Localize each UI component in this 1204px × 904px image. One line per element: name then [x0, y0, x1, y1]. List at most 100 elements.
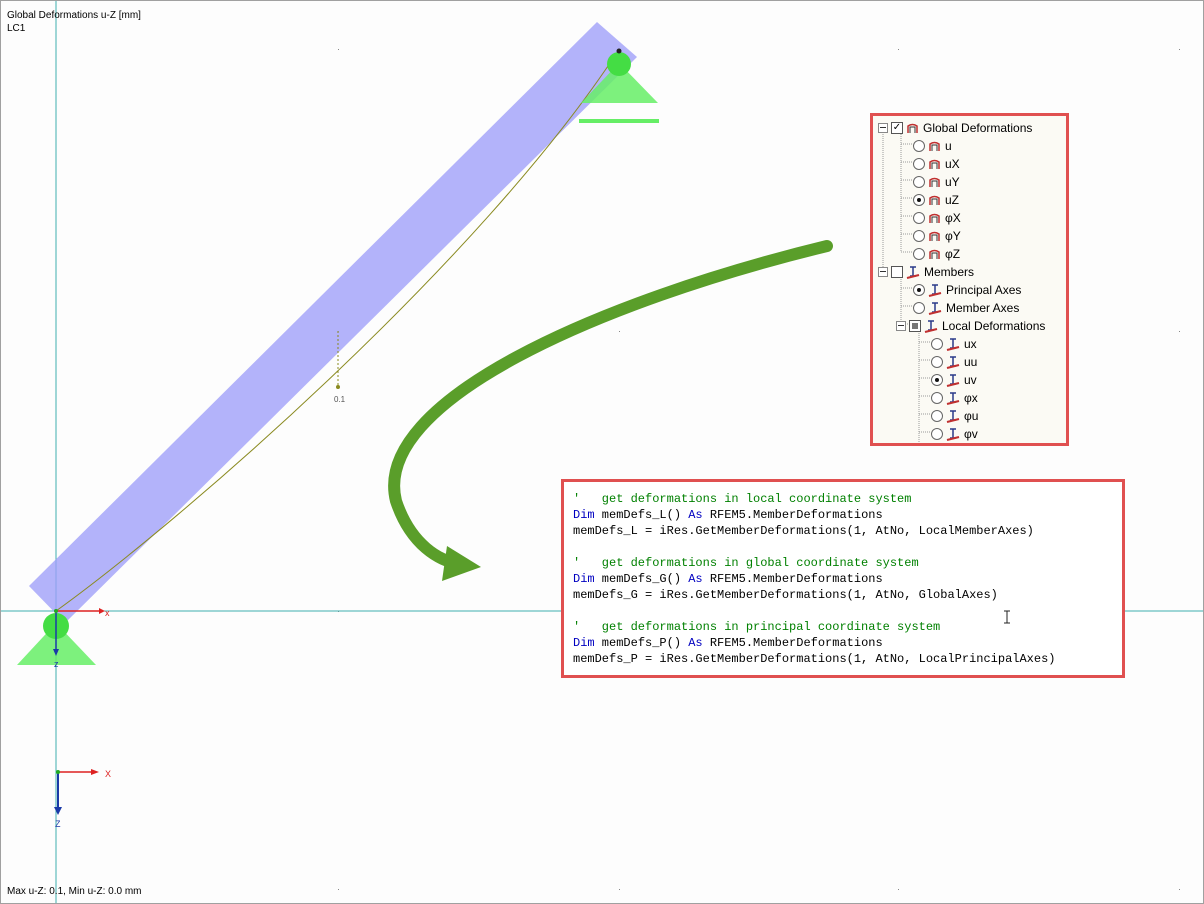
radio-button[interactable]: [931, 428, 943, 440]
radio-local-phiv[interactable]: φv: [931, 425, 978, 443]
member-section[interactable]: [29, 22, 637, 623]
radio-member-axes[interactable]: Member Axes: [913, 299, 1019, 317]
svg-text:Z: Z: [55, 819, 61, 829]
tree-label: φu: [964, 409, 979, 423]
deformation-value-label: 0.1: [334, 395, 346, 404]
deformation-frame-icon: [907, 123, 918, 133]
result-title: Global Deformations u-Z [mm]: [7, 10, 141, 21]
member-axes-icon: [946, 427, 960, 441]
radio-button[interactable]: [913, 230, 925, 242]
code-line: ' get deformations in global coordinate …: [573, 556, 919, 570]
radio-principal-axes[interactable]: Principal Axes: [913, 281, 1021, 299]
member-axes-icon: [946, 391, 960, 405]
member-axes-icon: [906, 265, 920, 279]
tree-label: ux: [964, 337, 977, 351]
tree-label: Member Axes: [946, 301, 1020, 315]
radio-button-selected[interactable]: [931, 374, 943, 386]
radio-button[interactable]: [913, 302, 925, 314]
radio-phiz[interactable]: φZ: [913, 245, 960, 263]
radio-button[interactable]: [913, 248, 925, 260]
code-line: memDefs_P = iRes.GetMemberDeformations(1…: [573, 652, 1056, 666]
deformation-frame-icon: [929, 213, 940, 223]
svg-text:x: x: [105, 608, 110, 618]
member-axes-icon: [928, 283, 942, 297]
collapse-toggle-icon[interactable]: [896, 321, 906, 331]
checkbox-local-deformations[interactable]: [909, 320, 921, 332]
code-line: memDefs_G = iRes.GetMemberDeformations(1…: [573, 588, 998, 602]
code-line: memDefs_L = iRes.GetMemberDeformations(1…: [573, 524, 1034, 538]
radio-local-phiu[interactable]: φu: [931, 407, 978, 425]
member-axes-icon: [928, 301, 942, 315]
code-line: Dim memDefs_G() As RFEM5.MemberDeformati…: [573, 572, 883, 586]
code-line: ' get deformations in principal coordina…: [573, 620, 941, 634]
radio-u[interactable]: u: [913, 137, 952, 155]
radio-local-ux[interactable]: ux: [931, 335, 977, 353]
radio-button[interactable]: [931, 356, 943, 368]
collapse-toggle-icon[interactable]: [878, 123, 888, 133]
code-snippet: ' get deformations in local coordinate s…: [561, 479, 1125, 678]
tree-label: Global Deformations: [923, 121, 1033, 135]
member-axes-icon: [946, 409, 960, 423]
tree-label: u: [945, 139, 952, 153]
radio-local-phix[interactable]: φx: [931, 389, 978, 407]
radio-button[interactable]: [931, 338, 943, 350]
member-axes-icon: [924, 319, 938, 333]
origin-axis-triad: x z: [53, 608, 110, 669]
tree-label: φx: [964, 391, 978, 405]
radio-button[interactable]: [913, 176, 925, 188]
tree-label: Members: [924, 265, 975, 279]
deformation-frame-icon: [929, 249, 940, 259]
tree-node-local-deformations[interactable]: Local Deformations: [896, 317, 1045, 335]
min-max-status: Max u-Z: 0.1, Min u-Z: 0.0 mm: [7, 886, 142, 897]
code-line: ' get deformations in local coordinate s…: [573, 492, 912, 506]
deformation-frame-icon: [929, 231, 940, 241]
tree-label: φv: [964, 427, 978, 441]
member-axes-icon: [946, 337, 960, 351]
code-line: Dim memDefs_P() As RFEM5.MemberDeformati…: [573, 636, 883, 650]
tree-label: uv: [964, 373, 977, 387]
radio-button-selected[interactable]: [913, 284, 925, 296]
svg-text:z: z: [54, 659, 59, 669]
checkbox-global-deformations[interactable]: ✓: [891, 122, 903, 134]
tree-label: Local Deformations: [942, 319, 1046, 333]
radio-button[interactable]: [913, 158, 925, 170]
support-top[interactable]: [579, 48, 659, 123]
member-axes-icon: [946, 355, 960, 369]
deformation-frame-icon: [929, 159, 940, 169]
code-line: Dim memDefs_L() As RFEM5.MemberDeformati…: [573, 508, 883, 522]
tree-label: uZ: [945, 193, 960, 207]
tree-label: uY: [945, 175, 960, 189]
radio-phix[interactable]: φX: [913, 209, 961, 227]
tree-label: φZ: [945, 247, 961, 261]
radio-button[interactable]: [931, 392, 943, 404]
radio-button[interactable]: [913, 140, 925, 152]
radio-phiy[interactable]: φY: [913, 227, 961, 245]
collapse-toggle-icon[interactable]: [878, 267, 888, 277]
results-navigator: ✓ Global Deformations u uX uY uZ φX: [870, 113, 1069, 446]
radio-uy[interactable]: uY: [913, 173, 960, 191]
callout-arrow: [388, 240, 833, 581]
member-axes-icon: [946, 373, 960, 387]
deformed-shape-line: [55, 50, 619, 612]
text-cursor-icon: [1004, 610, 1010, 624]
tree-label: uu: [964, 355, 978, 369]
radio-button[interactable]: [913, 212, 925, 224]
max-deformation-point: [336, 385, 340, 389]
radio-button[interactable]: [931, 410, 943, 422]
radio-uz[interactable]: uZ: [913, 191, 959, 209]
radio-ux[interactable]: uX: [913, 155, 960, 173]
deformation-frame-icon: [929, 141, 940, 151]
radio-local-uu[interactable]: uu: [931, 353, 977, 371]
tree-label: Principal Axes: [946, 283, 1022, 297]
load-case-label: LC1: [7, 23, 26, 34]
radio-local-uv[interactable]: uv: [931, 371, 977, 389]
tree-node-global-deformations[interactable]: ✓ Global Deformations: [878, 119, 1032, 137]
tree-node-members[interactable]: Members: [878, 263, 974, 281]
tree-label: uX: [945, 157, 960, 171]
checkbox-members[interactable]: [891, 266, 903, 278]
global-axis-indicator: X Z: [54, 769, 111, 829]
svg-text:X: X: [105, 769, 111, 779]
radio-button-selected[interactable]: [913, 194, 925, 206]
